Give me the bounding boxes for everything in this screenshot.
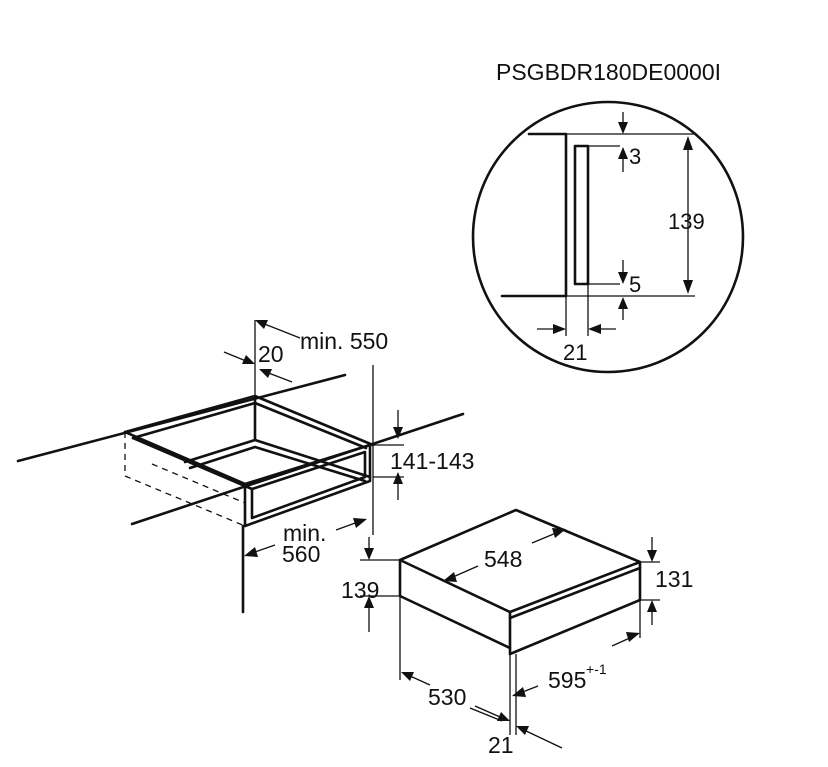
appliance-body-height-label: 139 <box>341 577 379 603</box>
front-panel-profile <box>573 144 590 286</box>
niche-front-offset-label: 20 <box>258 341 284 367</box>
appliance-depth-label: 530 <box>428 684 466 710</box>
niche-depth-label: min. 550 <box>300 328 388 354</box>
detail-depth-offset-label: 21 <box>563 340 587 365</box>
detail-bottom-gap-label: 5 <box>629 272 641 297</box>
niche-height-range-label: 141-143 <box>390 448 474 474</box>
model-code: PSGBDR180DE0000I <box>496 59 721 85</box>
appliance-front-thickness-label: 21 <box>488 732 514 758</box>
niche-width-label-line2: 560 <box>282 541 320 567</box>
appliance-front-width-label: 595 <box>548 667 586 693</box>
installation-niche: min. 550 20 141-143 min. 560 <box>16 320 474 614</box>
appliance-drawer: 548 131 139 530 595 +-1 21 <box>341 508 693 758</box>
appliance-front-width-tolerance: +-1 <box>586 661 607 677</box>
niche-width-label-line1: min. <box>283 520 326 546</box>
appliance-width-label: 548 <box>484 546 522 572</box>
cabinet-wall-profile <box>500 132 568 298</box>
detail-top-gap-label: 3 <box>629 144 641 169</box>
detail-total-height-label: 139 <box>668 209 705 234</box>
appliance-front-height-label: 131 <box>655 566 693 592</box>
detail-magnifier: 3 139 5 21 <box>471 100 745 374</box>
detail-circle <box>471 100 745 374</box>
